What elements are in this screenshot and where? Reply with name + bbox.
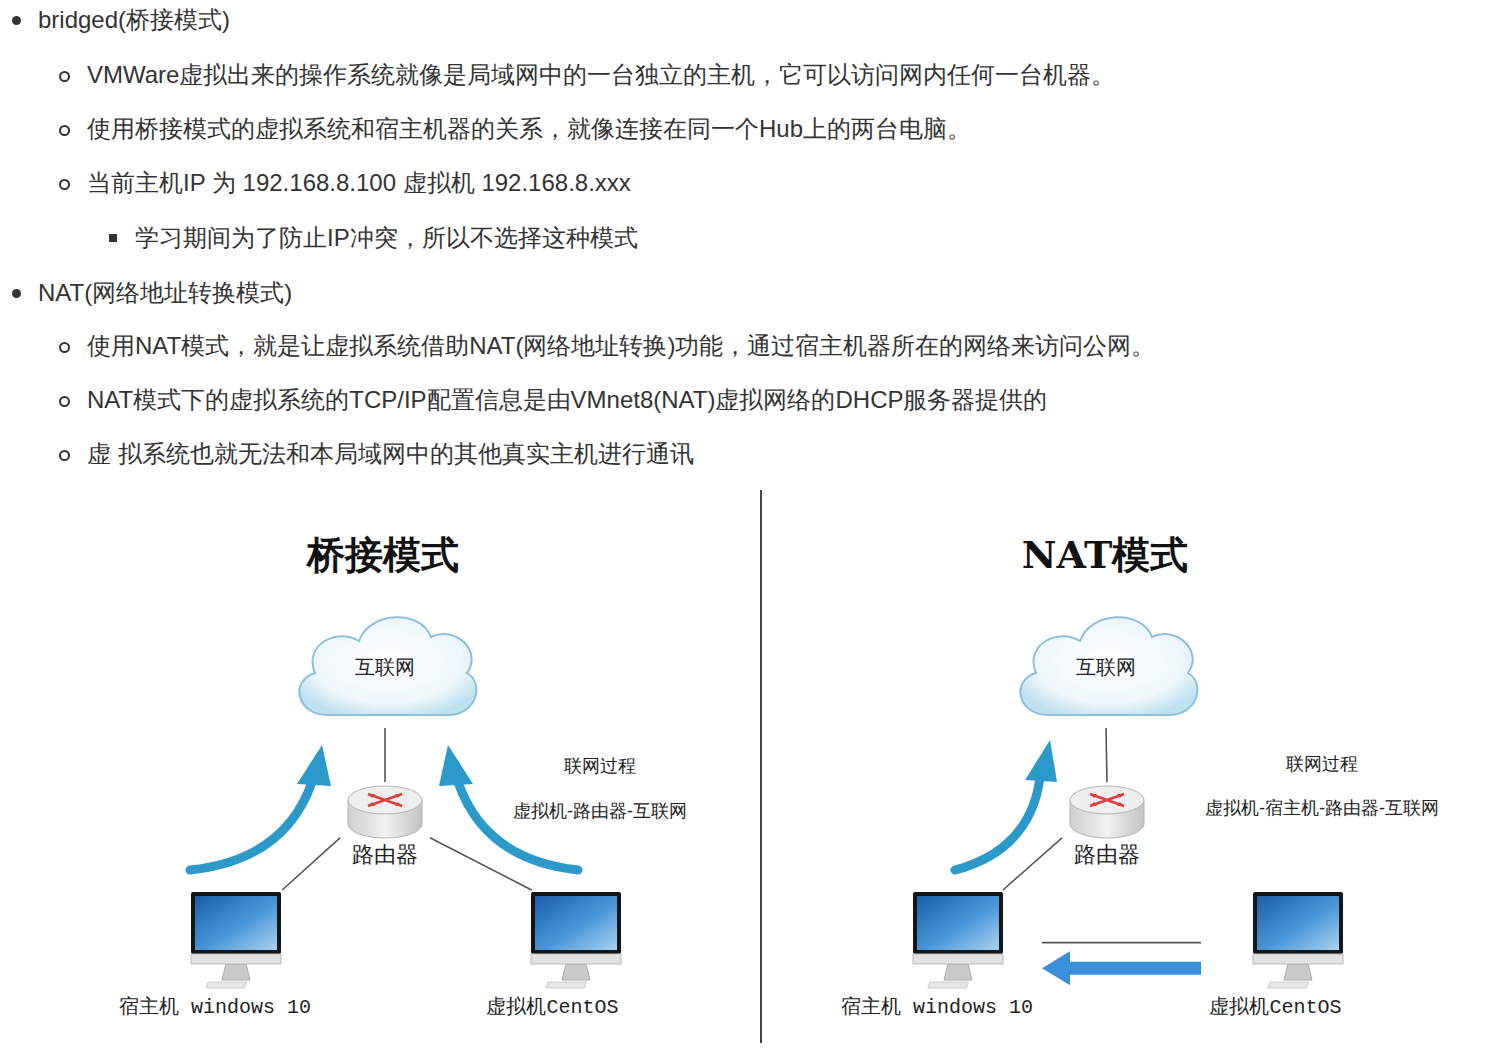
divider-line: [760, 490, 762, 1043]
network-link: [1106, 728, 1107, 782]
bullet-text: 使用桥接模式的虚拟系统和宿主机器的关系，就像连接在同一个Hub上的两台电脑。: [87, 115, 971, 144]
flow-arrow: [955, 778, 1040, 870]
network-link: [282, 838, 340, 890]
diagram-title: 桥接模式: [307, 532, 459, 578]
computer-node: 虚拟机CentOS: [1201, 890, 1350, 1025]
section-heading: NAT(网络地址转换模式): [38, 279, 292, 308]
process-text: 虚拟机-路由器-互联网: [513, 801, 687, 823]
bullet-text: NAT模式下的虚拟系统的TCP/IP配置信息是由VMnet8(NAT)虚拟网络的…: [87, 386, 1047, 415]
cloud-label: 互联网: [355, 654, 415, 681]
computer-icon: [1252, 890, 1344, 990]
bullet-circle: [59, 396, 70, 407]
cloud-label: 互联网: [1076, 654, 1136, 681]
router-node: 路由器: [1062, 782, 1152, 872]
flow-arrow: [190, 782, 312, 870]
bullet-circle: [59, 342, 70, 353]
computer-label: 宿主机 windows 10: [841, 996, 1033, 1020]
bullet-square: [109, 234, 117, 242]
router-icon: [1068, 782, 1146, 842]
connector-line: [384, 728, 386, 782]
flow-arrowhead: [297, 745, 331, 786]
bullet-circle: [59, 450, 70, 461]
section-heading: bridged(桥接模式): [38, 6, 230, 35]
connector-line: [1042, 942, 1201, 944]
router-icon: [346, 782, 424, 842]
connector-line: [282, 838, 340, 890]
network-link: [1042, 942, 1201, 943]
router-node: 路由器: [340, 782, 430, 872]
connector-line: [430, 838, 532, 890]
flow-arrow: [458, 782, 578, 870]
computer-icon: [190, 890, 282, 990]
bullet-text: 学习期间为了防止IP冲突，所以不选择这种模式: [135, 224, 638, 253]
computer-node: 宿主机 windows 10: [832, 890, 1042, 1025]
router-label: 路由器: [352, 842, 418, 868]
computer-label: 虚拟机CentOS: [1209, 996, 1341, 1020]
flow-arrowhead: [1025, 740, 1057, 782]
arrowhead: [1042, 951, 1070, 985]
bullet-circle: [59, 71, 70, 82]
connector-line: [1003, 838, 1062, 890]
cloud-node: 互联网: [285, 603, 485, 728]
network-link: [1003, 838, 1062, 890]
router-label: 路由器: [1074, 842, 1140, 868]
process-heading: 联网过程: [1286, 754, 1358, 776]
computer-node: 宿主机 windows 10: [110, 890, 320, 1025]
connector-line: [1070, 962, 1201, 975]
computer-icon: [912, 890, 1004, 990]
diagram-title: NAT模式: [1022, 532, 1188, 578]
computer-label: 宿主机 windows 10: [119, 996, 311, 1020]
process-text: 虚拟机-宿主机-路由器-互联网: [1205, 798, 1439, 820]
computer-label: 虚拟机CentOS: [486, 996, 618, 1020]
computer-icon: [530, 890, 622, 990]
bullet-dot: [12, 289, 21, 298]
cloud-node: 互联网: [1006, 603, 1206, 728]
network-link: [385, 728, 386, 782]
connector-line: [1106, 728, 1107, 782]
bullet-text: VMWare虚拟出来的操作系统就像是局域网中的一台独立的主机，它可以访问网内任何…: [87, 61, 1115, 90]
transfer-arrow: [1042, 951, 1201, 985]
bullet-text: 虚 拟系统也就无法和本局域网中的其他真实主机进行通讯: [87, 440, 694, 469]
flow-arrowhead: [439, 745, 473, 786]
bullet-circle: [59, 125, 70, 136]
bullet-text: 当前主机IP 为 192.168.8.100 虚拟机 192.168.8.xxx: [87, 169, 631, 198]
bullet-circle: [59, 179, 70, 190]
computer-node: 虚拟机CentOS: [478, 890, 627, 1025]
process-heading: 联网过程: [564, 756, 636, 778]
bullet-text: 使用NAT模式，就是让虚拟系统借助NAT(网络地址转换)功能，通过宿主机器所在的…: [87, 332, 1155, 361]
network-link: [430, 838, 532, 890]
bullet-dot: [12, 16, 21, 25]
